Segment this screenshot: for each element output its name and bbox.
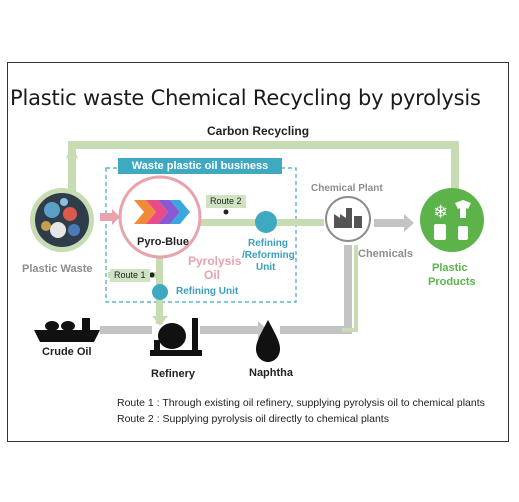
route1-label: Route 1 [110,269,150,282]
pyrolysis-oil-line2: Oil [204,268,221,282]
refining-reforming-line3: Unit [256,262,276,273]
naphtha-drop-icon [256,320,280,362]
pyro-blue-logo [118,175,202,259]
route2-dot [223,209,229,215]
svg-text:❄: ❄ [433,202,448,223]
refining-reforming-line1: Refining [248,238,288,249]
refining-reforming-line2: /Reforming [242,250,295,261]
carbon-recycling-label: Carbon Recycling [207,124,310,138]
plastic-waste-image [30,188,94,252]
chemical-plant-label: Chemical Plant [311,183,383,194]
refining-unit-label: Refining Unit [176,286,239,297]
chemicals-label: Chemicals [358,248,414,260]
naphtha-label: Naphtha [249,367,293,379]
pyrolysis-oil-line1: Pyrolysis [188,254,242,268]
refining-unit [152,284,168,300]
tanker-ship-icon [34,318,100,342]
pyro-blue-label: Pyro-Blue [137,236,189,248]
plastic-waste-label: Plastic Waste [22,263,93,275]
refining-reforming-unit [255,211,277,233]
refinery-icon [150,318,202,356]
carbon-recycling-loop [66,141,459,205]
arrow-plant-to-products [374,214,414,232]
route-notes: Route 1 : Through existing oil refinery,… [117,395,485,427]
route2-line [184,219,324,226]
route2-label: Route 2 [206,195,246,208]
route1-note: Route 1 : Through existing oil refinery,… [117,397,485,409]
crude-oil-label: Crude Oil [42,346,92,358]
route2-note: Route 2 : Supplying pyrolysis oil direct… [117,413,389,425]
plastic-products-icon: ❄ [420,188,484,252]
business-box-label: Waste plastic oil business [118,158,282,174]
route1-dot [149,272,155,278]
page-title: Plastic waste Chemical Recycling by pyro… [10,86,481,110]
naphtha-to-plant-line [280,245,358,334]
arrow-waste-to-pyro [100,209,120,225]
refinery-label: Refinery [151,368,196,380]
chemical-plant-icon [325,196,371,242]
diagram-frame [7,62,509,442]
plastic-products-line1: Plastic [432,262,468,274]
plastic-products-line2: Products [428,276,476,288]
